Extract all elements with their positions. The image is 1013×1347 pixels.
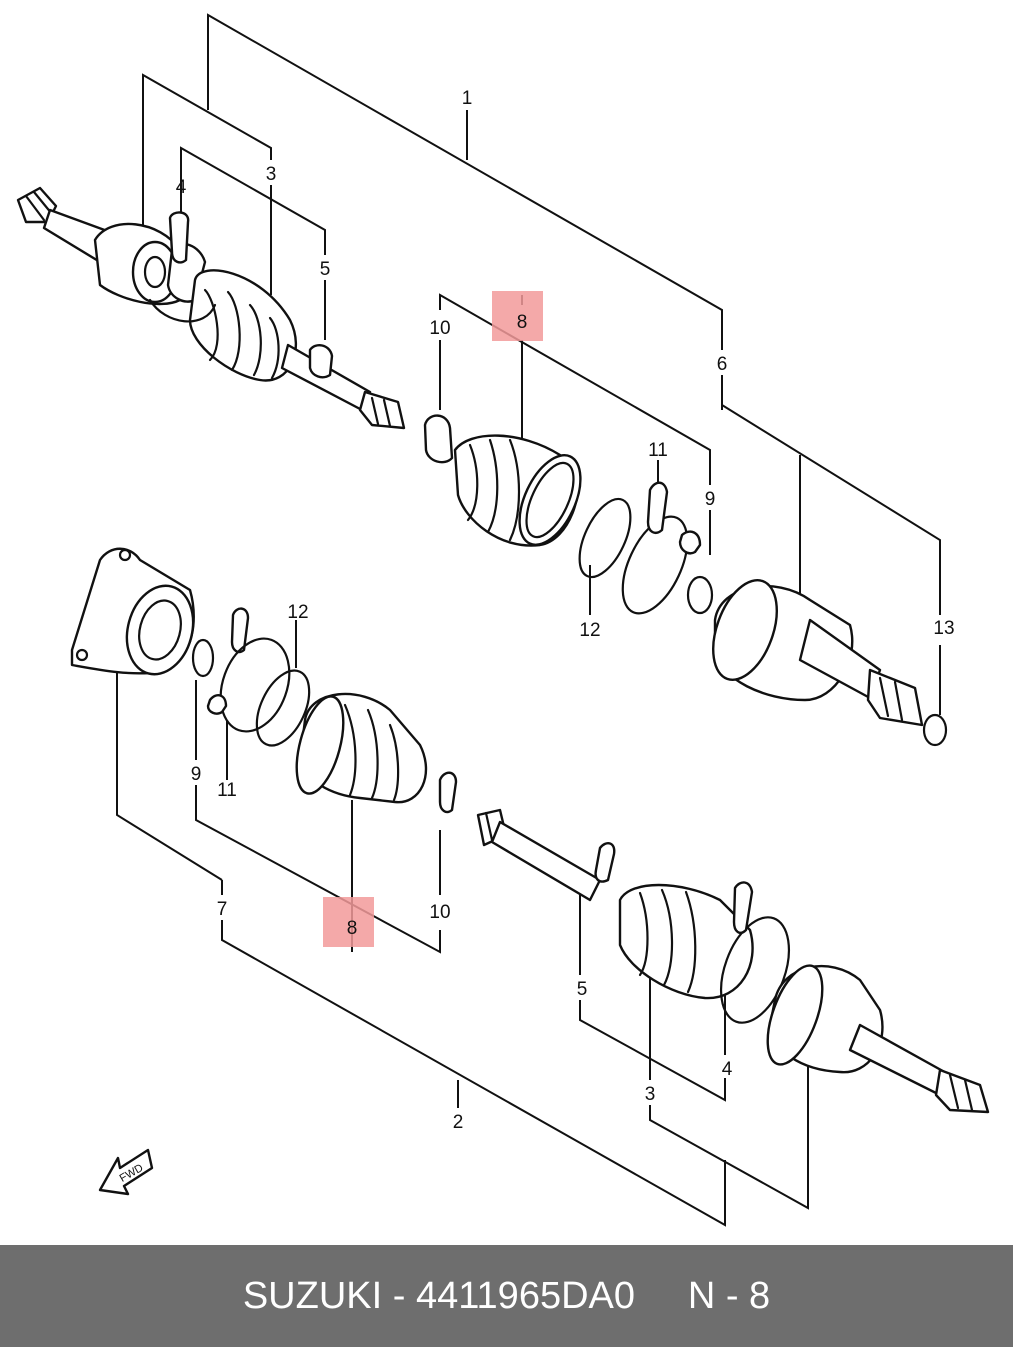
callout-3-upper: 3 bbox=[266, 164, 277, 185]
upper-inner-shaft bbox=[148, 211, 406, 430]
upper-boot-outer bbox=[188, 269, 298, 382]
callout-5-lower: 5 bbox=[577, 979, 588, 1000]
callout-9-upper: 9 bbox=[705, 489, 716, 510]
callout-labels: 1 2 3 3 4 4 5 5 6 7 8 8 9 9 10 10 11 11 … bbox=[176, 88, 955, 1133]
callout-5-upper: 5 bbox=[320, 259, 331, 280]
callout-9-lower: 9 bbox=[191, 764, 202, 785]
upper-boot-8 bbox=[423, 414, 582, 547]
upper-outer-joint bbox=[16, 186, 207, 306]
fwd-arrow-icon: FWD bbox=[98, 1148, 154, 1196]
callout-4-upper: 4 bbox=[176, 177, 187, 198]
callout-1: 1 bbox=[462, 88, 473, 109]
highlight-8-lower bbox=[323, 897, 374, 947]
callout-8-lower: 8 bbox=[347, 918, 358, 939]
lower-shaft-and-joint bbox=[476, 808, 990, 1114]
leader-lines bbox=[116, 13, 941, 1227]
part-number: 4411965DA0 bbox=[415, 1274, 636, 1317]
callout-13: 13 bbox=[933, 618, 954, 639]
exploded-drive-shaft-diagram: FWD 1 2 3 3 4 4 5 5 6 7 8 8 9 9 10 10 11… bbox=[16, 13, 990, 1227]
highlight-8-upper bbox=[492, 291, 543, 341]
upper-inner-joint bbox=[712, 579, 948, 747]
callout-12-upper: 12 bbox=[579, 620, 600, 641]
callout-11-upper: 11 bbox=[648, 440, 668, 461]
callout-10-upper: 10 bbox=[429, 318, 450, 339]
callout-6: 6 bbox=[717, 354, 728, 375]
callout-8-upper: 8 bbox=[517, 312, 528, 333]
callout-11-lower: 11 bbox=[217, 780, 237, 801]
lower-housing bbox=[70, 547, 311, 747]
brand-name: SUZUKI bbox=[242, 1274, 383, 1317]
callout-4-lower: 4 bbox=[722, 1059, 733, 1080]
position-label: N - 8 bbox=[687, 1274, 771, 1317]
callout-7: 7 bbox=[217, 899, 228, 920]
callout-2: 2 bbox=[453, 1112, 464, 1133]
callout-3-lower: 3 bbox=[645, 1084, 656, 1105]
callout-10-lower: 10 bbox=[429, 902, 450, 923]
lower-boot-8 bbox=[295, 692, 458, 814]
callout-12-lower: 12 bbox=[287, 602, 308, 623]
upper-clamps bbox=[578, 481, 714, 615]
part-footer: SUZUKI - 4411965DA0 N - 8 bbox=[0, 1245, 1013, 1347]
footer-separator: - bbox=[382, 1274, 416, 1317]
